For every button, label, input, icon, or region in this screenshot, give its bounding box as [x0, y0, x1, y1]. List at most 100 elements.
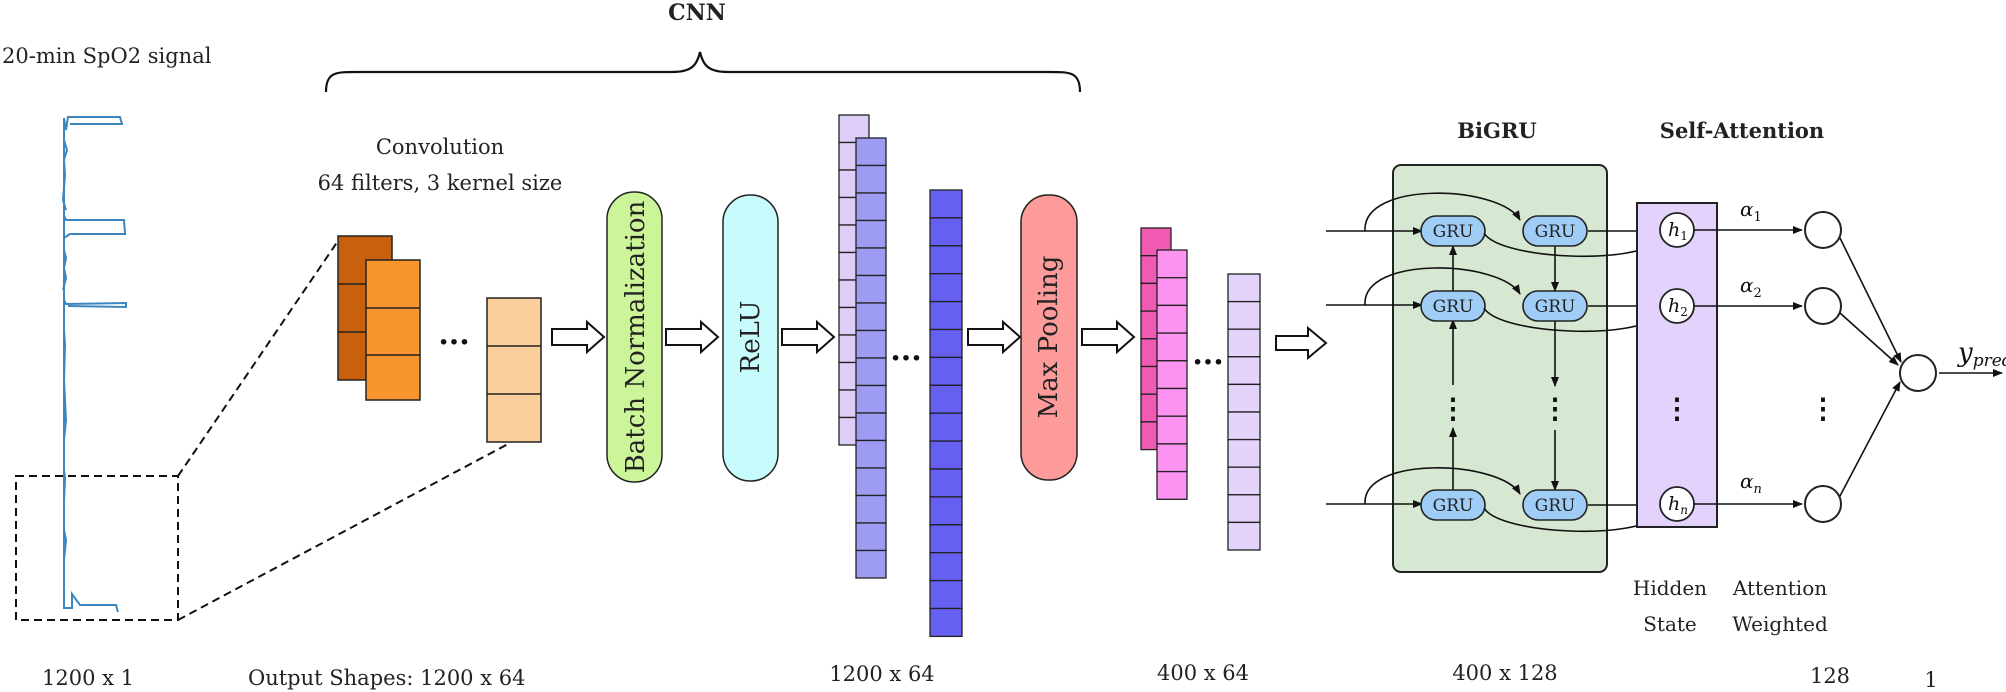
output-label: ypred	[1957, 338, 2006, 371]
alpha-n: αn	[1740, 469, 1762, 497]
pool-map-front-cell	[1156, 470, 1188, 500]
conv-ellipsis: ···	[438, 325, 469, 360]
relu-map-output-cell	[929, 496, 963, 526]
gru-cell-label: GRU	[1535, 496, 1576, 516]
max-pool-layer	[1020, 194, 1078, 481]
flow-arrows	[551, 319, 1328, 361]
relu-map-output-cell	[929, 273, 963, 303]
gru-cell-label: GRU	[1433, 297, 1474, 317]
relu-label: ReLU	[736, 301, 766, 374]
pool-map-output-cell	[1227, 356, 1261, 386]
relu-map-output-cell	[929, 468, 963, 498]
pool-map-output-cell	[1227, 328, 1261, 358]
gru-cell: GRU	[1420, 215, 1486, 247]
attention-weights: α1 α2 αn	[1740, 197, 1762, 497]
hidden-node-label: hn	[1668, 493, 1688, 517]
pool-ellipsis: ···	[1192, 345, 1223, 380]
relu-map-front-cell	[855, 274, 887, 304]
batch-norm-layer	[606, 191, 663, 483]
pool-map-output-cell	[1227, 466, 1261, 496]
signal-zoom-box	[15, 475, 179, 621]
output-node	[1899, 354, 1937, 392]
weighted-caption-line1: Attention	[1732, 576, 1827, 600]
conv-feature-map-front	[365, 259, 421, 401]
hidden-caption-line1: Hidden	[1633, 576, 1707, 600]
attention-title: Self-Attention	[1660, 118, 1824, 143]
gru-cell-box	[1522, 215, 1588, 247]
flow-arrow-2	[665, 319, 720, 355]
attention-output-shape: 128	[1810, 664, 1850, 688]
relu-map-output-cell	[929, 300, 963, 331]
alpha-1: α1	[1740, 197, 1762, 225]
gru-cell-box	[1420, 489, 1486, 521]
pool-map-output-cell	[1227, 494, 1261, 524]
final-output-shape: 1	[1924, 668, 1937, 692]
relu-map-front-cell	[855, 549, 887, 579]
attention-node-1	[1804, 211, 1842, 249]
relu-map-output-cell	[929, 524, 963, 554]
relu-ellipsis: ···	[890, 341, 921, 376]
pool-map-front-cell	[1156, 387, 1188, 417]
zoom-line-bottom	[177, 443, 509, 621]
flow-arrow-6	[1275, 325, 1328, 361]
gru-cell: GRU	[1420, 489, 1486, 521]
relu-map-output-cell	[929, 552, 963, 582]
pool-map-output-cell	[1227, 273, 1261, 303]
attn-to-output-links	[1839, 237, 2003, 497]
relu-map-front-cell	[855, 247, 887, 277]
relu-map-output	[929, 189, 963, 638]
relu-map-output-cell	[929, 384, 963, 414]
bigru-vdots-bwd: ⋮	[1541, 392, 1569, 425]
attention-node-2	[1804, 287, 1842, 325]
cnn-title: CNN	[668, 0, 726, 26]
bigru-block	[1392, 164, 1608, 573]
spo2-signal	[61, 116, 127, 613]
relu-map-output-cell	[929, 328, 963, 359]
relu-map-front-cell	[855, 494, 887, 524]
relu-output-shape: 1200 x 64	[829, 662, 934, 686]
bigru-skip-arcs	[1364, 192, 1521, 505]
relu-map-front-cell	[855, 412, 887, 442]
flow-arrow-1	[551, 319, 606, 355]
pool-map-output	[1227, 273, 1261, 551]
weighted-caption-line2: Weighted	[1732, 612, 1828, 636]
pool-map-output-cell	[1227, 411, 1261, 441]
relu-map-front-cell	[855, 522, 887, 552]
flow-arrow-4	[967, 319, 1022, 355]
zoom-line-top	[177, 237, 341, 477]
flow-arrow-3	[781, 319, 836, 355]
pool-map-front-cell	[1156, 332, 1188, 362]
gru-cell-label: GRU	[1535, 222, 1576, 242]
gru-cell-box	[1420, 215, 1486, 247]
gru-cell-label: GRU	[1433, 222, 1474, 242]
bigru-vdots-fwd: ⋮	[1439, 392, 1467, 425]
pool-map-front-cell	[1156, 443, 1188, 473]
gru-cell-box	[1522, 489, 1588, 521]
relu-map-output-cell	[929, 412, 963, 442]
relu-map-front-cell	[855, 164, 887, 194]
pool-map-front-cell	[1156, 249, 1188, 279]
bigru-title: BiGRU	[1457, 118, 1536, 143]
alpha-2: α2	[1740, 273, 1762, 301]
relu-layer	[722, 194, 779, 482]
relu-map-front-cell	[855, 384, 887, 414]
gru-cell-box	[1522, 290, 1588, 322]
pool-map-front	[1156, 249, 1188, 500]
attention-node-n	[1804, 485, 1842, 523]
conv-output-map	[486, 297, 542, 443]
relu-map-front-cell	[855, 357, 887, 387]
attention-vdots: ⋮	[1809, 392, 1837, 425]
gru-cell: GRU	[1522, 489, 1588, 521]
input-label: 20-min SpO2 signal	[2, 44, 212, 68]
relu-map-output-cell	[929, 579, 963, 610]
pool-map-front-cell	[1156, 415, 1188, 445]
conv-label-line2: 64 filters, 3 kernel size	[318, 171, 563, 195]
gru-cell: GRU	[1420, 290, 1486, 322]
pool-output-shape: 400 x 64	[1157, 661, 1249, 685]
hidden-state-block	[1636, 202, 1718, 528]
bigru-inputs	[1326, 227, 1423, 508]
relu-map-front-cell	[855, 467, 887, 497]
relu-map-output-cell	[929, 440, 963, 470]
